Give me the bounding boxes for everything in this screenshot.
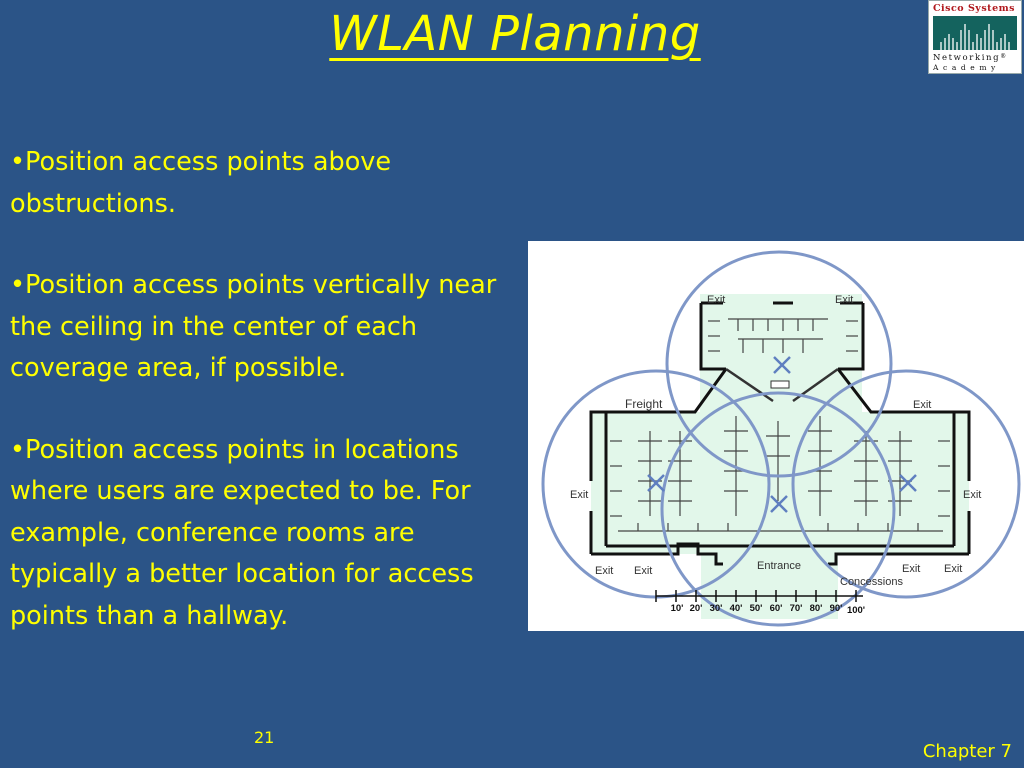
label-exit: Exit	[835, 294, 853, 306]
access-point-icon	[770, 495, 788, 513]
scale-label: 100'	[847, 605, 865, 616]
slide-title: WLAN Planning	[329, 6, 701, 62]
scale-label: 90'	[830, 603, 843, 614]
scale-label: 30'	[710, 603, 723, 614]
logo-line-1: Cisco Systems	[933, 3, 1016, 14]
logo-bars-icon	[933, 16, 1017, 50]
access-points	[647, 356, 917, 513]
label-exit: Exit	[634, 565, 652, 577]
scale-label: 80'	[810, 603, 823, 614]
coverage-circle	[665, 250, 893, 478]
label-entrance: Entrance	[757, 560, 801, 572]
label-exit: Exit	[902, 563, 920, 575]
scale-label: 40'	[730, 603, 743, 614]
label-concessions: Concessions	[840, 576, 903, 588]
floorplan-diagram: Exit Exit Freight Exit Exit Exit Entranc…	[541, 250, 1021, 627]
coverage-circle	[660, 391, 896, 627]
scale-label: 10'	[671, 603, 684, 614]
logo-registered-mark: ®	[1000, 53, 1007, 60]
coverage-circle	[791, 369, 1021, 599]
label-exit: Exit	[570, 489, 588, 501]
scale-label: 70'	[790, 603, 803, 614]
chapter-footer: Chapter 7	[922, 741, 1012, 762]
bullet-list: •Position access points above obstructio…	[10, 142, 525, 677]
bullet-item: •Position access points above obstructio…	[10, 147, 392, 219]
logo-line-2-text: Networking	[933, 53, 1001, 63]
scale-label: 20'	[690, 603, 703, 614]
label-exit: Exit	[707, 294, 725, 306]
label-exit: Exit	[963, 489, 981, 501]
logo-line-2: Networking®	[933, 53, 1006, 63]
page-number: 21	[254, 728, 275, 747]
access-point-icon	[773, 356, 791, 374]
cisco-networking-academy-logo: Cisco Systems Networking® Academy	[928, 0, 1022, 74]
bullet-item: •Position access points in locations whe…	[10, 434, 474, 631]
label-freight: Freight	[625, 397, 663, 411]
label-exit: Exit	[595, 565, 613, 577]
coverage-circles	[541, 250, 1021, 627]
access-point-icon	[647, 474, 665, 492]
scale-label: 50'	[750, 603, 763, 614]
wlan-coverage-floorplan: Exit Exit Freight Exit Exit Exit Entranc…	[528, 241, 1024, 631]
label-exit: Exit	[944, 563, 962, 575]
access-point-icon	[899, 474, 917, 492]
center-unit-icon	[770, 380, 790, 389]
bullet-item: •Position access points vertically near …	[10, 270, 497, 383]
logo-line-3: Academy	[933, 63, 1000, 72]
scale-bar	[655, 590, 863, 602]
scale-label: 60'	[770, 603, 783, 614]
building-walls	[589, 301, 971, 566]
label-exit: Exit	[913, 399, 931, 411]
